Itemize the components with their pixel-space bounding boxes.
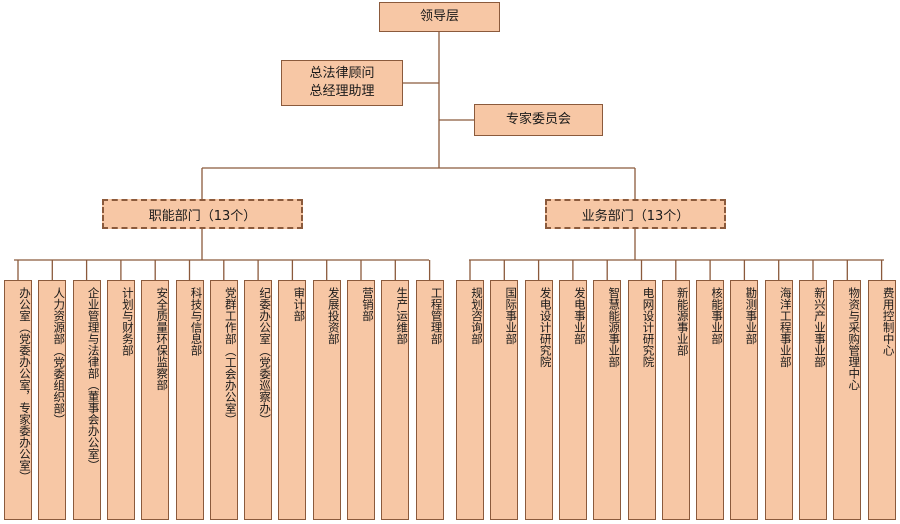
leadership-label: 领导层 [419,9,459,24]
department-label: （董事会办公室） [86,379,101,471]
department-label: 物资与采购管理中心 [847,287,862,391]
advisors-box: 总法律顾问 总经理助理 [281,60,403,106]
department-label: 生产运维部 [395,287,410,345]
department-box: 规划咨询部 [456,280,484,520]
department-label: 新能源事业部 [675,287,690,356]
department-box: 智慧能源事业部 [593,280,622,520]
department-label: 新兴产业事业部 [813,287,827,368]
advisors-label-line2: 总经理助理 [309,84,375,99]
department-box: 办公室（党委办公室，专家委办公室） [4,280,32,520]
department-box: 新兴产业事业部 [799,280,827,520]
department-box: 党群工作部（工会办公室） [209,280,238,520]
department-box: 安全质量环保监察部 [141,280,170,520]
department-box: 人力资源部（党委组织部） [38,280,67,520]
department-label: 人力资源部 [52,287,67,345]
department-label: （党委巡察办） [258,344,273,426]
department-label: 纪委办公室 [258,287,273,345]
department-label: 发展投资部 [326,287,341,345]
department-label: 企业管理与法律部 [86,287,101,379]
department-label: （工会办公室） [223,344,238,426]
department-label: 营销部 [361,287,375,322]
department-box: 纪委办公室（党委巡察办） [244,280,273,520]
department-box: 企业管理与法律部（董事会办公室） [72,280,101,520]
department-box: 发展投资部 [312,280,341,520]
department-label: 勘测事业部 [744,287,759,345]
department-label: 党群工作部 [223,287,238,345]
department-label: 核能事业部 [710,287,725,345]
department-label: 国际事业部 [504,287,519,345]
functional-group-label: 职能部门（13个） [148,208,257,224]
department-label: （党委组织部） [52,344,67,426]
expert-committee-box: 专家委员会 [474,104,603,136]
department-box: 海洋工程事业部 [764,280,793,520]
department-box: 费用控制中心 [867,280,896,520]
department-label: 发电设计研究院 [538,287,553,368]
advisors-label-line1: 总法律顾问 [309,66,375,81]
department-label: 发电事业部 [572,287,587,345]
department-label: 专家委办公室） [18,402,32,483]
department-box: 工程管理部 [415,280,444,520]
department-box: 核能事业部 [696,280,725,520]
expert-committee-label: 专家委员会 [505,112,571,127]
department-label: 工程管理部 [429,287,444,345]
department-label: 办公室（党委办公室， [18,287,32,402]
department-label: 审计部 [292,287,307,322]
department-label: 海洋工程事业部 [778,287,793,368]
department-box: 新能源事业部 [661,280,690,520]
department-box: 勘测事业部 [730,280,759,520]
department-label: 电网设计研究院 [641,287,656,368]
department-box: 国际事业部 [490,280,519,520]
leadership-box: 领导层 [379,2,500,32]
department-label: 费用控制中心 [881,287,896,356]
department-label: 计划与财务部 [120,287,135,356]
department-label: 科技与信息部 [189,287,204,356]
department-box: 发电事业部 [558,280,587,520]
department-box: 计划与财务部 [106,280,135,520]
department-box: 物资与采购管理中心 [833,280,862,520]
department-box: 电网设计研究院 [627,280,656,520]
department-box: 生产运维部 [381,280,410,520]
business-group-label: 业务部门（13个） [581,208,690,224]
business-group-box: 业务部门（13个） [545,199,726,229]
department-box: 审计部 [278,280,307,520]
department-box: 营销部 [347,280,375,520]
functional-group-box: 职能部门（13个） [102,199,303,229]
department-box: 发电设计研究院 [524,280,553,520]
department-box: 科技与信息部 [175,280,204,520]
department-label: 安全质量环保监察部 [155,287,170,391]
department-label: 智慧能源事业部 [607,287,622,368]
department-label: 规划咨询部 [470,287,484,345]
